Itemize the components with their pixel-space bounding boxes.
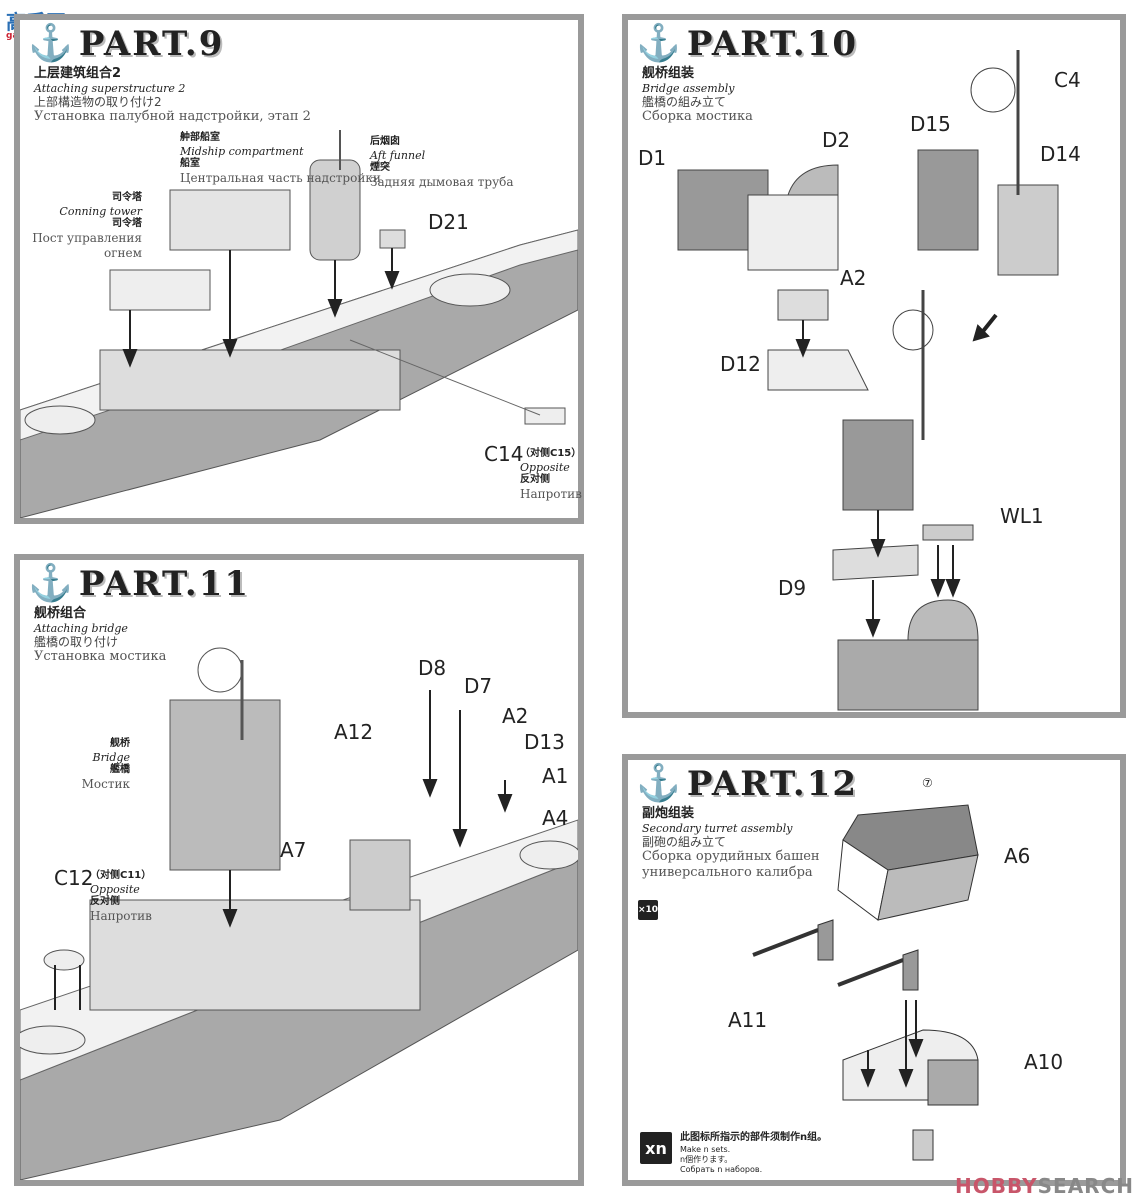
- part-label: A6: [1004, 844, 1031, 868]
- part-title: PART.12: [686, 764, 859, 804]
- part-title: PART.10: [686, 24, 859, 64]
- anchor-icon: ⚓: [28, 563, 73, 604]
- part-label: D14: [1040, 142, 1081, 166]
- part-label: D7: [464, 674, 493, 698]
- part-label: A7: [280, 838, 307, 862]
- ship-superstructure-diagram: [20, 130, 578, 518]
- secondary-turret-diagram: [752, 804, 979, 1161]
- part-label: C14: [484, 442, 524, 466]
- anchor-icon: ⚓: [636, 763, 681, 804]
- part-label: D15: [910, 112, 951, 136]
- part-label: A1: [542, 764, 569, 788]
- part-title: PART.11: [78, 564, 251, 604]
- part-label: WL1: [1000, 504, 1044, 528]
- anchor-icon: ⚓: [636, 23, 681, 64]
- part-label: D21: [428, 210, 469, 234]
- step-number: ⑦: [922, 776, 933, 790]
- part-label: A2: [840, 266, 867, 290]
- make-n-sets-legend: 此图标所指示的部件须制作n组。 Make n sets. n個作ります。 Соб…: [680, 1132, 828, 1174]
- quantity-badge: ×10: [638, 900, 658, 920]
- part-label: A2: [502, 704, 529, 728]
- part-label: D13: [524, 730, 565, 754]
- part-label: A10: [1024, 1050, 1064, 1074]
- part-label: C4: [1054, 68, 1081, 92]
- part-label: D9: [778, 576, 807, 600]
- part-label: D1: [638, 146, 667, 170]
- make-n-sets-badge: xn: [640, 1132, 672, 1164]
- part-label: D8: [418, 656, 447, 680]
- part-label: A4: [542, 806, 569, 830]
- anchor-icon: ⚓: [28, 23, 73, 64]
- part-label: D12: [720, 352, 761, 376]
- bridge-attachment-diagram: [20, 647, 578, 1180]
- part-label: A11: [728, 1008, 768, 1032]
- hobby-search-watermark: HOBBYSEARCH: [955, 1174, 1134, 1198]
- part-label: D2: [822, 128, 851, 152]
- part-subtitle: 上层建筑组合2 Attaching superstructure 2 上部構造物…: [34, 66, 311, 125]
- part-label: A12: [334, 720, 374, 744]
- part-title: PART.9: [78, 24, 225, 64]
- bridge-assembly-diagram: [677, 50, 1059, 711]
- part-label: C12: [54, 866, 94, 890]
- part-9-panel: ⚓PART.9 上层建筑组合2 Attaching superstructure…: [14, 14, 584, 524]
